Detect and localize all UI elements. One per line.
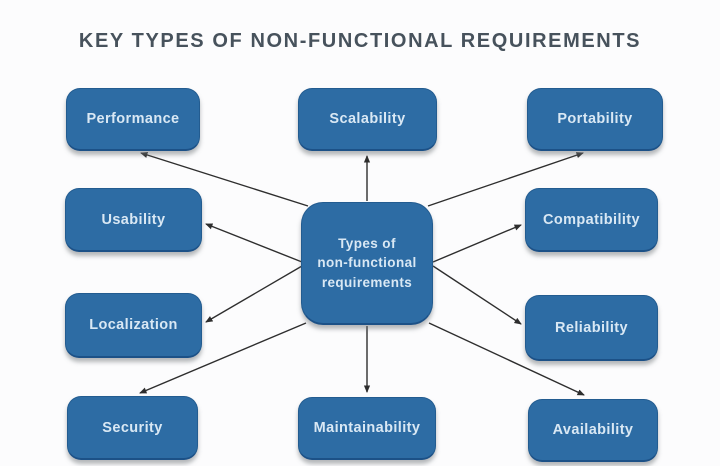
arrow-reliability bbox=[432, 265, 522, 325]
node-scalability[interactable]: Scalability bbox=[298, 88, 437, 151]
diagram-title: KEY TYPES OF NON-FUNCTIONAL REQUIREMENTS bbox=[78, 30, 642, 52]
arrow-usability bbox=[205, 223, 303, 263]
node-security[interactable]: Security bbox=[67, 396, 198, 460]
node-maintainability[interactable]: Maintainability bbox=[298, 397, 436, 460]
node-localization[interactable]: Localization bbox=[65, 293, 202, 358]
node-availability[interactable]: Availability bbox=[528, 399, 658, 462]
node-portability[interactable]: Portability bbox=[527, 88, 663, 151]
node-usability[interactable]: Usability bbox=[65, 188, 202, 252]
arrow-localization bbox=[205, 265, 303, 323]
node-performance[interactable]: Performance bbox=[66, 88, 200, 151]
node-compatibility[interactable]: Compatibility bbox=[525, 188, 658, 252]
arrow-compatibility bbox=[432, 224, 522, 263]
node-center-types-of-nfr[interactable]: Types of non-functional requirements bbox=[301, 202, 433, 325]
node-reliability[interactable]: Reliability bbox=[525, 295, 658, 361]
